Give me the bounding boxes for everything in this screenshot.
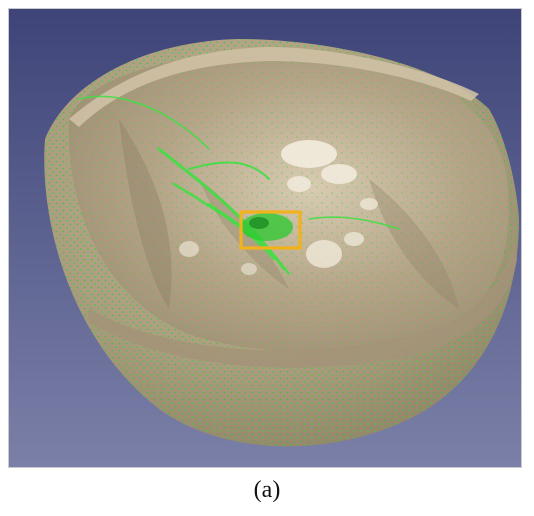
- cavity-fold-center: [199, 179, 289, 289]
- viewport-canvas[interactable]: [9, 9, 521, 467]
- cavity-fold-left: [119, 119, 172, 309]
- figure-caption: (a): [253, 477, 281, 503]
- 3d-viewport[interactable]: [8, 8, 522, 468]
- bowl-inner-dots: [68, 54, 509, 352]
- selection-box[interactable]: [239, 210, 302, 250]
- bowl-rim: [69, 47, 479, 127]
- surface-highlights: [179, 140, 378, 275]
- cavity-fold-right: [369, 179, 459, 309]
- selected-point-cluster: [241, 213, 293, 241]
